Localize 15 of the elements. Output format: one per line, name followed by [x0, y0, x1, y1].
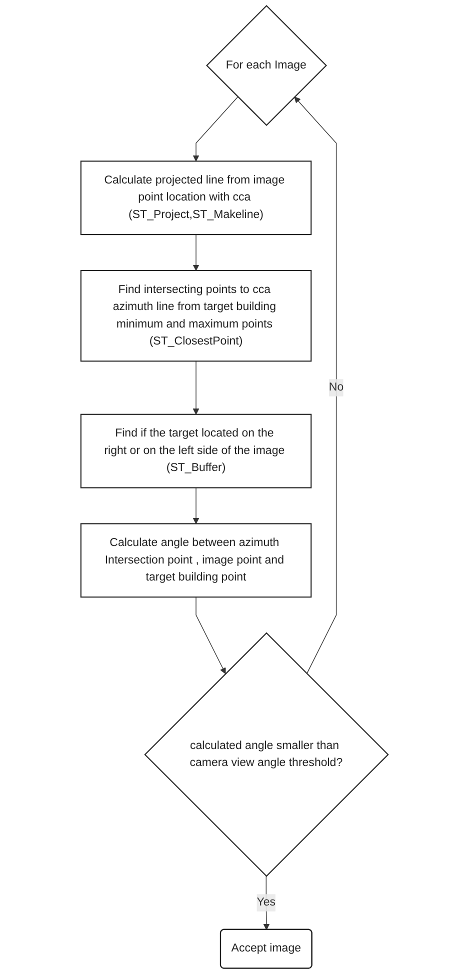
node-box: Find if the target located on the right or on the left side of the image (ST_Buffer)	[80, 414, 312, 488]
arrow	[196, 596, 226, 674]
arrow	[192, 234, 200, 271]
arrow	[192, 487, 200, 524]
arrow	[192, 360, 200, 415]
node-box: Calculate angle between azimuth Intersection point , image point and target building point	[80, 523, 312, 598]
arrow	[294, 96, 337, 674]
node-box: Calculate projected line from image point location with cca (ST_Project,ST_Makeline)	[80, 160, 312, 236]
node-diamond: calculated angle smaller than camera view angle threshold?	[144, 632, 389, 877]
arrow	[263, 876, 270, 930]
node-box: Find intersecting points to cca azimuth line from target building minimum and maximum points (ST_ClosestPoint)	[80, 270, 312, 362]
edge-label: No	[328, 381, 344, 394]
node-diamond: For each Image	[206, 5, 327, 126]
edge-label: Yes	[256, 896, 276, 909]
arrow	[192, 96, 238, 162]
